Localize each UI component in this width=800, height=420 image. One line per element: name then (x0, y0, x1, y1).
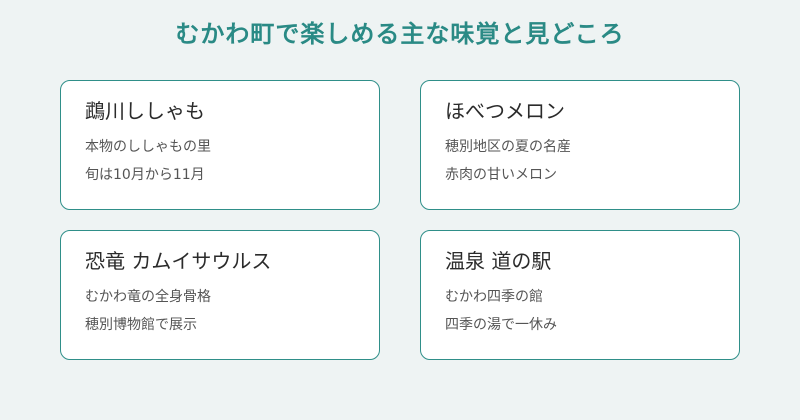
card-title: ほべつメロン (445, 99, 565, 123)
page-title: むかわ町で楽しめる主な味覚と見どころ (175, 20, 625, 48)
card-line: むかわ四季の館 (445, 289, 543, 305)
card-dinosaur: 恐竜 カムイサウルス むかわ竜の全身骨格 穂別博物館で展示 (60, 230, 380, 360)
card-line: むかわ竜の全身骨格 (85, 289, 211, 305)
card-line: 本物のししゃもの里 (85, 139, 211, 155)
card-title: 恐竜 カムイサウルス (85, 249, 272, 273)
card-line: 穂別地区の夏の名産 (445, 139, 571, 155)
card-line: 赤肉の甘いメロン (445, 167, 557, 183)
card-line: 旬は10月から11月 (85, 167, 205, 183)
card-title: 温泉 道の駅 (445, 249, 552, 273)
card-melon: ほべつメロン 穂別地区の夏の名産 赤肉の甘いメロン (420, 80, 740, 210)
card-line: 四季の湯で一休み (445, 317, 557, 333)
card-onsen: 温泉 道の駅 むかわ四季の館 四季の湯で一休み (420, 230, 740, 360)
card-line: 穂別博物館で展示 (85, 317, 197, 333)
card-title: 鵡川ししゃも (85, 99, 205, 123)
card-shishamo: 鵡川ししゃも 本物のししゃもの里 旬は10月から11月 (60, 80, 380, 210)
